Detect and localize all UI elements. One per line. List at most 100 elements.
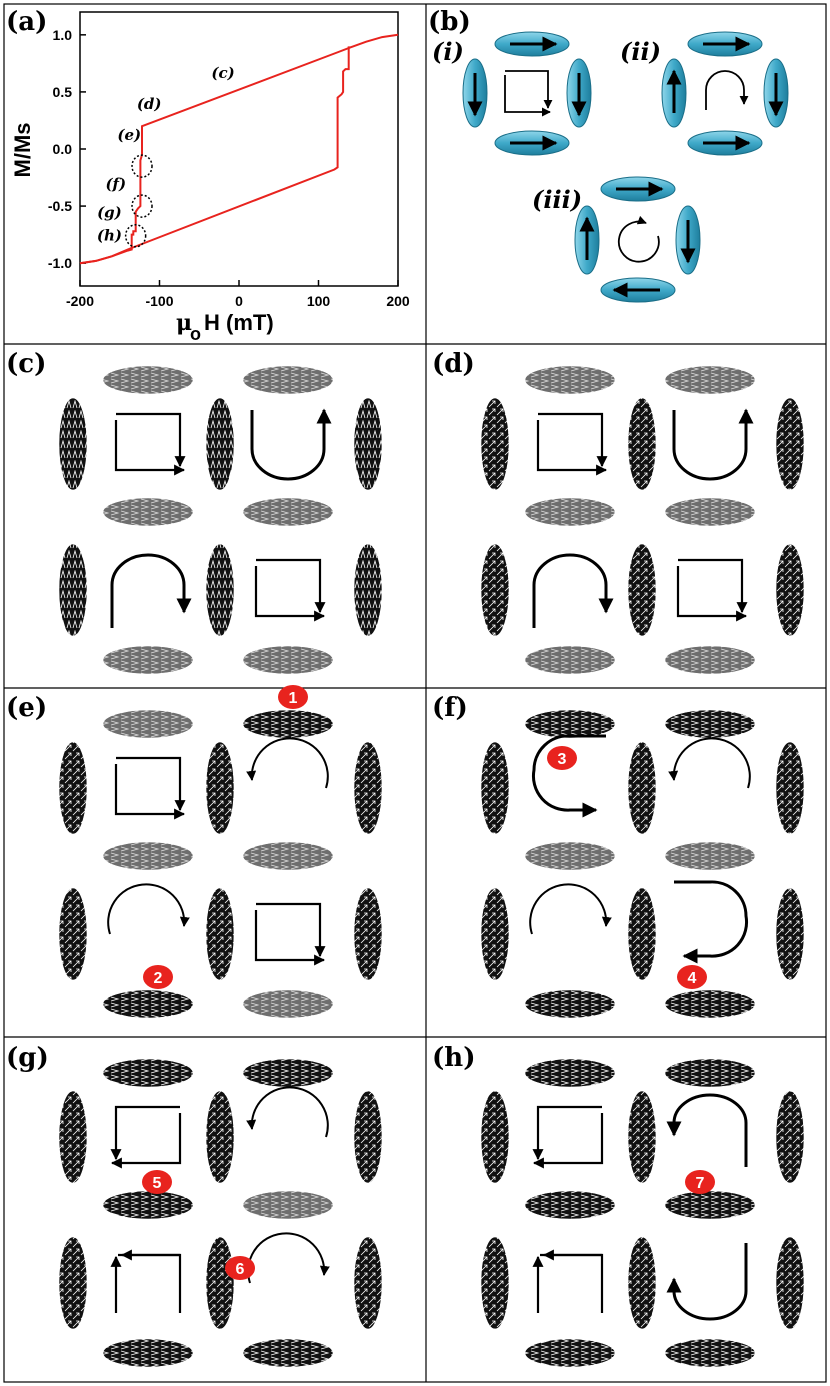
nanomagnet-vertical bbox=[205, 887, 235, 981]
curve-annotations: (c)(d)(e)(f)(g)(h) bbox=[97, 64, 235, 244]
x-axis-label-unit: H (mT) bbox=[204, 310, 274, 335]
switch-badge-number: 1 bbox=[289, 690, 298, 707]
chirality-u-arrow bbox=[250, 408, 332, 481]
chirality-square-arrow bbox=[256, 558, 326, 614]
curve-annotation: (c) bbox=[211, 64, 234, 82]
nanomagnet-vertical bbox=[480, 543, 510, 637]
chirality-square-arrow bbox=[536, 420, 608, 476]
switch-badge bbox=[677, 965, 707, 989]
switch-badge-number: 7 bbox=[696, 1175, 705, 1192]
chirality-u-arrow bbox=[672, 408, 754, 481]
circled-points bbox=[124, 154, 153, 248]
chirality-square-arrow bbox=[532, 1105, 602, 1161]
nanomagnet-horizontal bbox=[524, 1058, 616, 1088]
nanomagnet-horizontal bbox=[242, 841, 334, 871]
nanomagnet-horizontal bbox=[524, 841, 616, 871]
nanomagnet-horizontal bbox=[242, 1058, 334, 1088]
chirality-circle-arrow bbox=[529, 883, 612, 935]
sub-label-i: (i) bbox=[432, 37, 464, 66]
nanomagnet-horizontal bbox=[102, 1058, 194, 1088]
nanomagnet-horizontal bbox=[102, 1190, 194, 1220]
nanomagnet-horizontal bbox=[664, 645, 756, 675]
chirality-square-arrow bbox=[676, 566, 748, 622]
nanomagnet-vertical bbox=[627, 887, 657, 981]
nanomagnet-horizontal bbox=[102, 1338, 194, 1368]
y-tick-label: 0.0 bbox=[53, 141, 73, 157]
x-tick-label: -200 bbox=[66, 293, 94, 309]
switch-badge-number: 2 bbox=[154, 970, 163, 987]
switch-badge-number: 3 bbox=[558, 751, 567, 768]
plot-frame bbox=[79, 11, 399, 287]
curve-annotation: (f) bbox=[105, 175, 126, 193]
nanomagnet-horizontal bbox=[102, 989, 194, 1019]
nanomagnet-horizontal bbox=[664, 709, 756, 739]
nanomagnet-vertical bbox=[627, 543, 657, 637]
chirality-square-arrow bbox=[254, 566, 326, 622]
chirality-square-arrow bbox=[116, 756, 186, 812]
switch-badge-number: 4 bbox=[688, 970, 697, 987]
nanomagnet-vertical bbox=[480, 397, 510, 491]
chirality-circle-arrow bbox=[107, 883, 190, 935]
chirality-circle-arrow bbox=[246, 737, 329, 789]
x-tick-label: 0 bbox=[235, 293, 243, 309]
chirality-square-arrow bbox=[114, 420, 186, 476]
nanomagnet-vertical bbox=[353, 397, 383, 491]
curve-annotation: (e) bbox=[117, 126, 141, 144]
nanomagnet-horizontal bbox=[524, 1190, 616, 1220]
nanomagnet-horizontal bbox=[524, 497, 616, 527]
circled-point bbox=[131, 154, 153, 178]
chirality-square-arrow bbox=[504, 75, 551, 117]
nanomagnet-vertical bbox=[58, 397, 88, 491]
nanomagnet-vertical bbox=[480, 887, 510, 981]
series-line-2 bbox=[79, 46, 351, 265]
nanomagnet-horizontal bbox=[664, 1058, 756, 1088]
nanomagnet-vertical bbox=[627, 1090, 657, 1184]
chirality-square-arrow bbox=[540, 1253, 604, 1313]
nanomagnet-horizontal bbox=[664, 365, 756, 395]
series-lines bbox=[79, 33, 399, 265]
nanomagnet-vertical bbox=[775, 1236, 805, 1330]
switch-badge bbox=[547, 746, 577, 770]
chirality-square-arrow bbox=[678, 558, 748, 614]
chirality-square-arrow bbox=[254, 910, 326, 966]
nanomagnet-vertical bbox=[775, 397, 805, 491]
nanomagnet-horizontal bbox=[102, 365, 194, 395]
nanomagnet-vertical bbox=[58, 543, 88, 637]
switch-badge bbox=[225, 1256, 255, 1280]
nanomagnet-vertical bbox=[205, 1090, 235, 1184]
switch-badge-number: 6 bbox=[236, 1261, 245, 1278]
nanomagnet-horizontal bbox=[102, 709, 194, 739]
nanomagnet-horizontal bbox=[664, 497, 756, 527]
nanomagnet-vertical bbox=[205, 741, 235, 835]
nanomagnet-horizontal bbox=[102, 645, 194, 675]
nanomagnet-vertical bbox=[353, 1236, 383, 1330]
switch-badge bbox=[143, 965, 173, 989]
nanomagnet-vertical bbox=[58, 1236, 88, 1330]
nanomagnet-horizontal bbox=[524, 365, 616, 395]
panel-label-g: (g) bbox=[6, 1043, 49, 1073]
panel-label-a: (a) bbox=[6, 7, 47, 37]
nanomagnet-vertical bbox=[480, 1090, 510, 1184]
chirality-circle-arrow bbox=[617, 215, 660, 263]
chirality-square-arrow bbox=[118, 1253, 182, 1313]
panel-label-d: (d) bbox=[432, 349, 475, 379]
switch-badge bbox=[685, 1170, 715, 1194]
nanomagnet-vertical bbox=[353, 741, 383, 835]
nanomagnet-vertical bbox=[627, 741, 657, 835]
panel-label-b: (b) bbox=[428, 7, 471, 37]
nanomagnet-horizontal bbox=[524, 989, 616, 1019]
sub-label-iii: (iii) bbox=[532, 185, 582, 214]
nanomagnet-horizontal bbox=[524, 645, 616, 675]
lattice-panels bbox=[58, 365, 805, 1368]
nanomagnet-vertical bbox=[205, 397, 235, 491]
panel-label-c: (c) bbox=[6, 349, 46, 379]
nanomagnet-vertical bbox=[775, 1090, 805, 1184]
nanomagnet-horizontal bbox=[242, 989, 334, 1019]
nanomagnet-horizontal bbox=[102, 841, 194, 871]
series-line-1 bbox=[79, 33, 399, 265]
nanomagnet-vertical bbox=[775, 741, 805, 835]
y-ticks: 1.00.50.0-0.5-1.0 bbox=[48, 27, 86, 271]
